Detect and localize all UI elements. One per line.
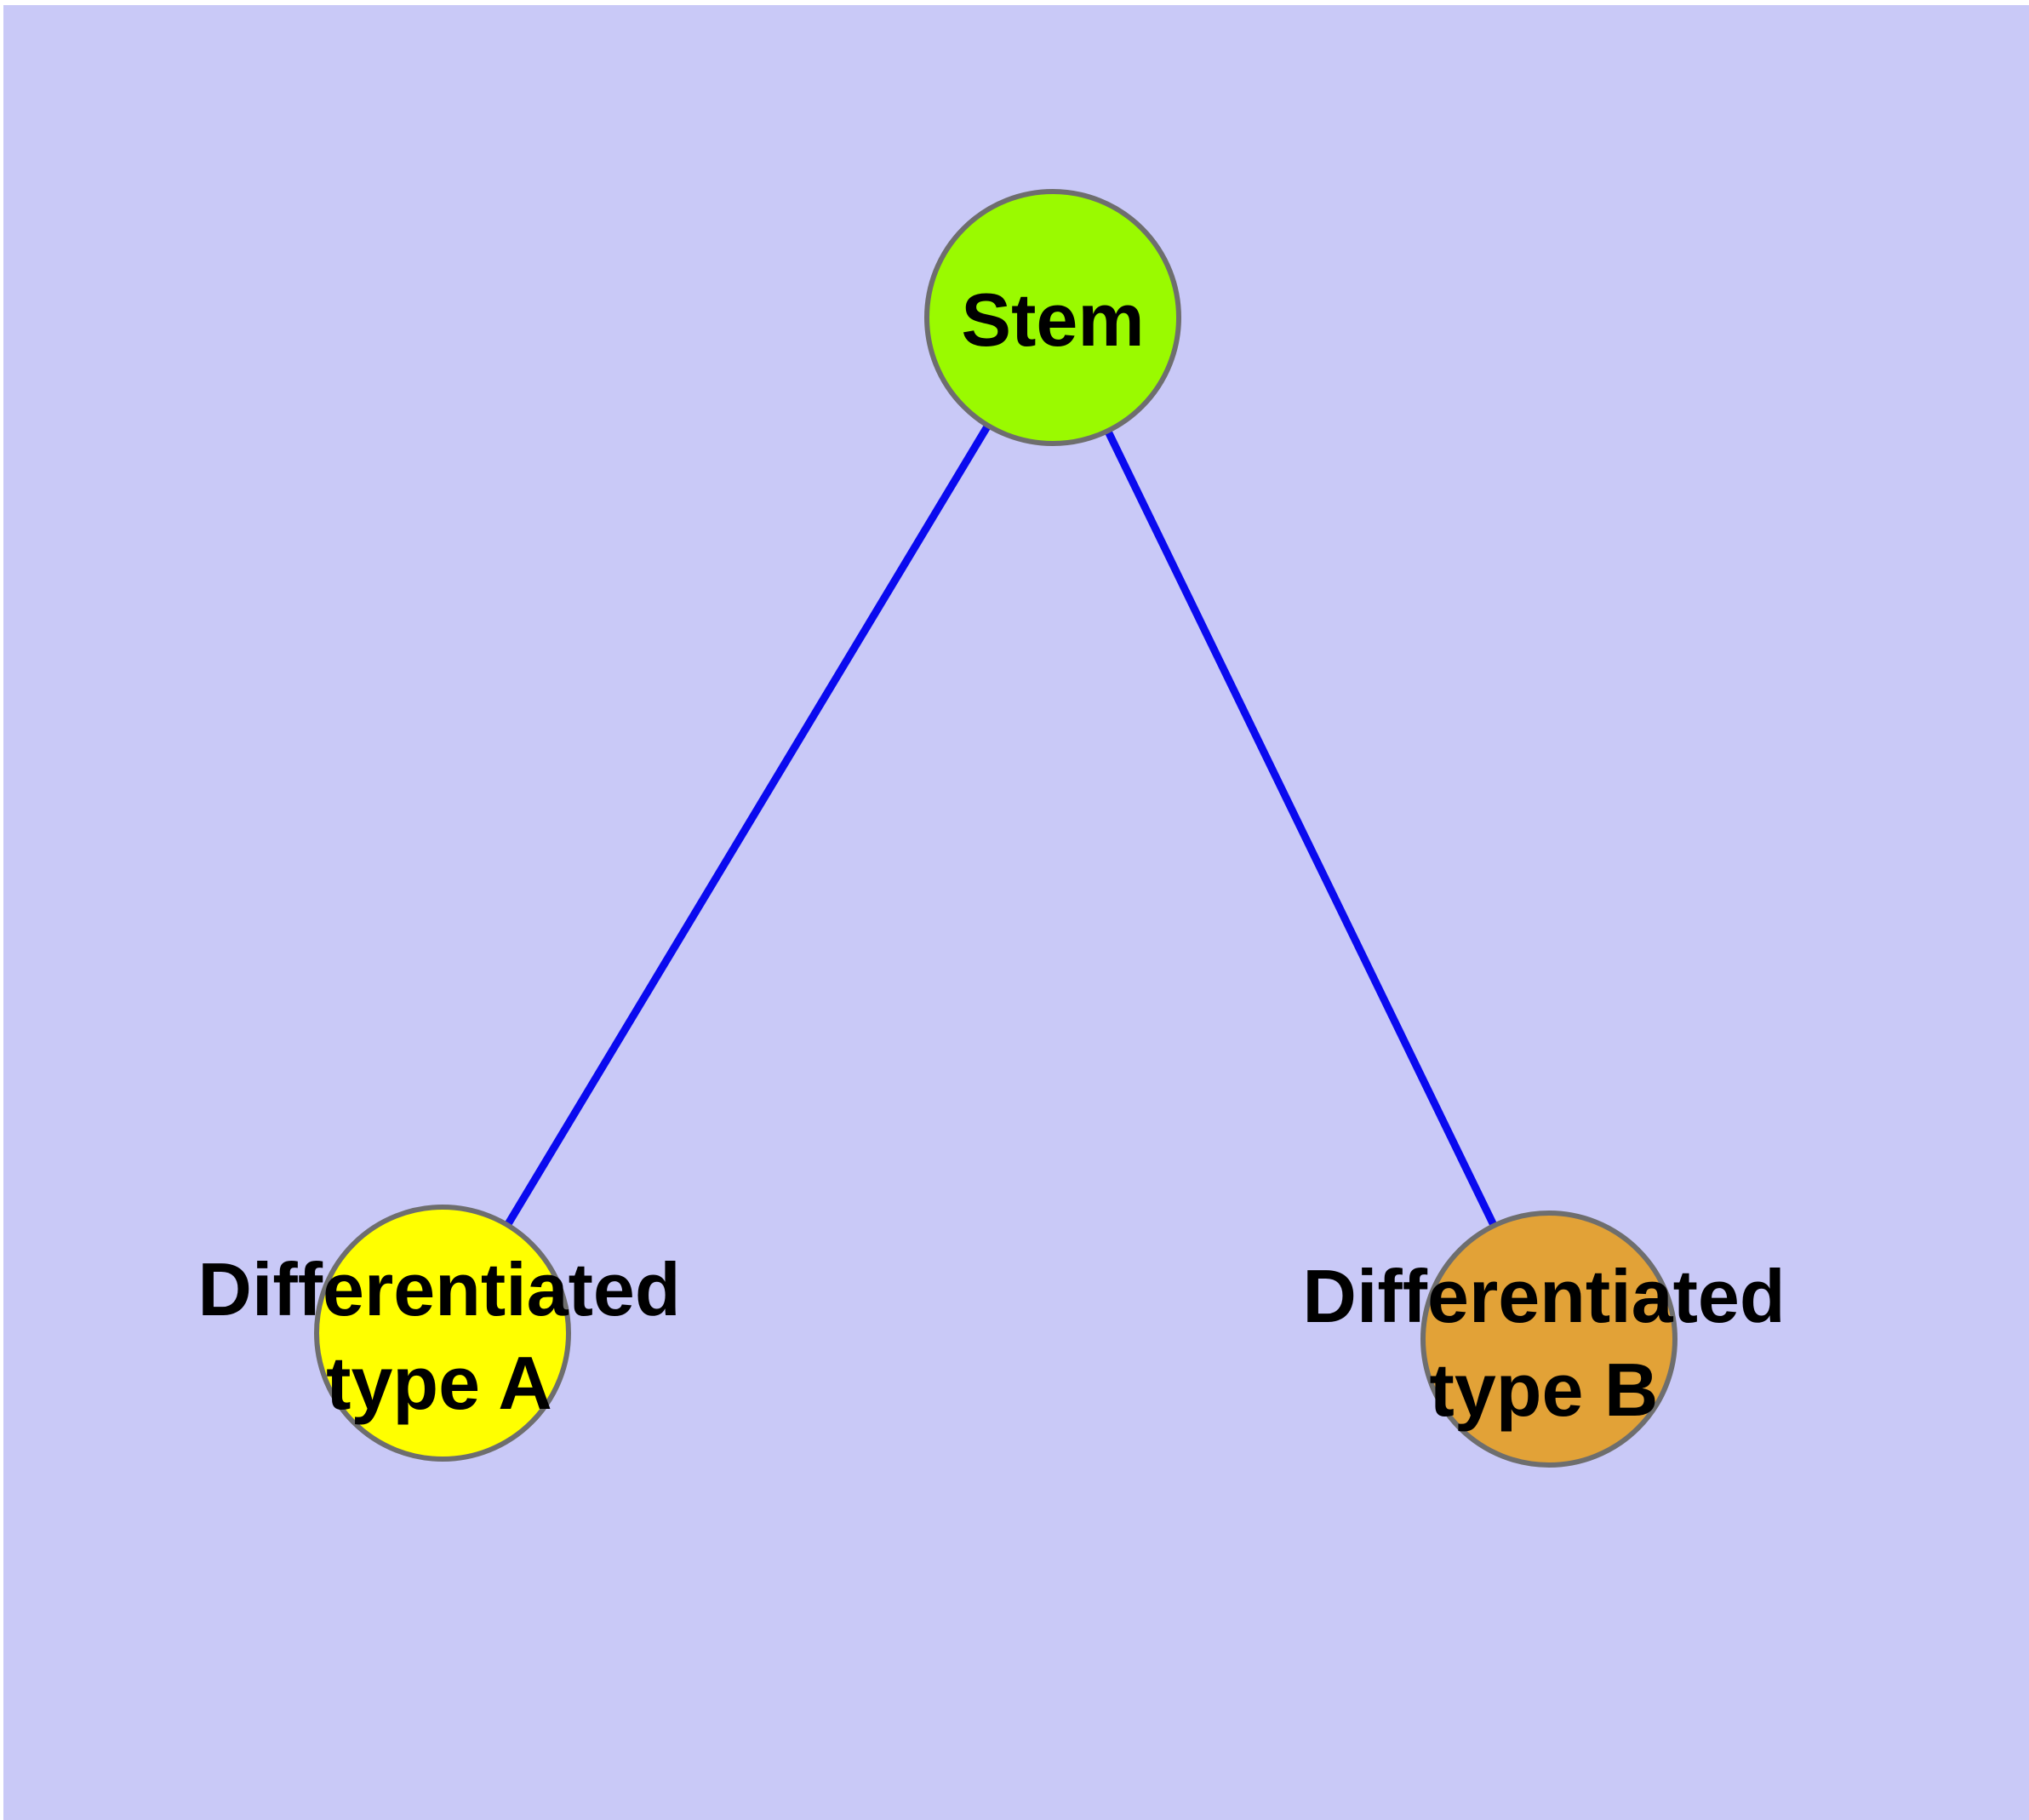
node-label-type-a: Differentiated type A — [197, 1247, 681, 1425]
node-label-stem: Stem — [961, 278, 1145, 362]
node-stem-circle — [924, 189, 1181, 446]
node-label-type-b: Differentiated type B — [1302, 1254, 1786, 1432]
node-type-b-circle — [1420, 1210, 1677, 1468]
edge-stem-to-type-a — [438, 313, 1057, 1337]
node-type-a-circle — [314, 1205, 571, 1462]
edge-stem-to-type-b — [1049, 313, 1553, 1343]
